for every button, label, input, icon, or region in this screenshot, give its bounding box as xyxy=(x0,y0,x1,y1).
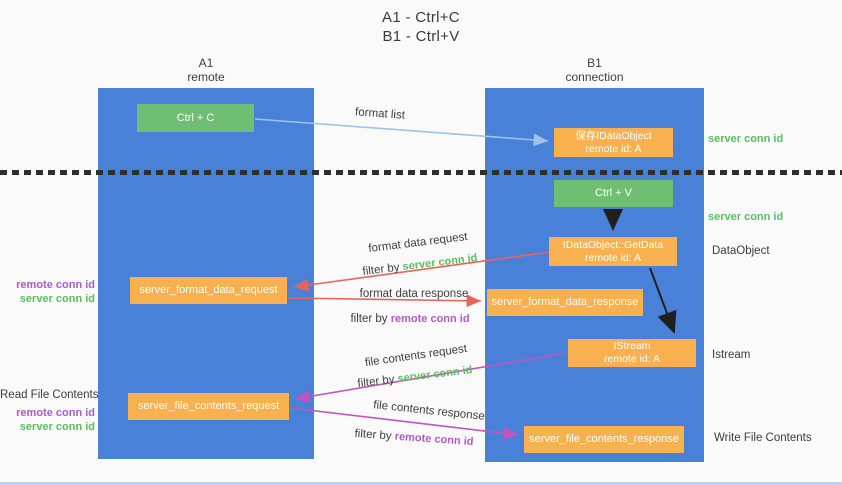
node-idataobject-getdata: IDataObject::GetData remote id: A xyxy=(549,237,677,266)
node-server-file-contents-response: server_file_contents_response xyxy=(524,426,684,453)
session-divider-dotted-line xyxy=(0,170,842,175)
right-label-write-file-contents: Write File Contents xyxy=(714,432,812,444)
flow-label-format-data-request: format data request xyxy=(367,230,469,256)
right-label-server-conn-id-top: server conn id xyxy=(708,133,784,145)
column-a1-subtitle: remote xyxy=(187,70,225,84)
filter-server-conn-id-1: server conn id xyxy=(401,252,479,274)
left-label-read-file-contents: Read File Contents xyxy=(0,389,99,401)
column-b1-subtitle: connection xyxy=(565,70,624,84)
node-istream-line2: remote id: A xyxy=(603,353,661,365)
node-format-response-label: server_format_data_response xyxy=(491,296,639,308)
diagram-title: A1 - Ctrl+C B1 - Ctrl+V xyxy=(0,8,842,46)
filter-prefix-4: filter by xyxy=(354,427,392,443)
column-header-a1: A1 remote xyxy=(98,56,314,84)
flow-label-filter-remote-1: filter by remote conn id xyxy=(350,313,469,325)
right-label-server-conn-id-mid: server conn id xyxy=(708,211,784,223)
left-label-server-conn-id-1: server conn id xyxy=(19,293,95,305)
node-getdata-line2: remote id: A xyxy=(584,251,642,264)
node-save-idataobject-line2: remote id: A xyxy=(585,142,642,155)
flow-label-format-data-response: format data response xyxy=(359,288,469,300)
node-file-response-label: server_file_contents_response xyxy=(529,433,679,445)
flow-label-file-contents-request: file contents request xyxy=(364,342,468,370)
node-format-request-label: server_format_data_request xyxy=(139,284,278,296)
node-file-request-label: server_file_contents_request xyxy=(137,400,280,412)
node-ctrl-v-label: Ctrl + V xyxy=(595,187,632,199)
node-server-format-data-request: server_format_data_request xyxy=(130,277,287,304)
filter-prefix-2: filter by xyxy=(350,313,388,325)
node-istream: IStream remote id: A xyxy=(568,339,696,367)
filter-remote-conn-id-1: remote conn id xyxy=(390,313,470,325)
title-line-b1: B1 - Ctrl+V xyxy=(382,28,460,45)
title-line-a1: A1 - Ctrl+C xyxy=(382,9,460,26)
flow-label-filter-remote-2: filter by remote conn id xyxy=(354,428,474,448)
column-a1-name: A1 xyxy=(198,56,214,70)
right-label-istream: Istream xyxy=(712,349,751,361)
filter-prefix-3: filter by xyxy=(356,373,396,390)
node-save-idataobject: 保存IDataObject remote id: A xyxy=(554,128,673,157)
node-istream-line1: IStream xyxy=(613,340,651,352)
left-label-remote-conn-id-1: remote conn id xyxy=(16,279,95,291)
flow-label-file-contents-response: file contents response xyxy=(372,399,486,423)
node-getdata-line1: IDataObject::GetData xyxy=(562,238,664,251)
column-header-b1: B1 connection xyxy=(485,56,704,84)
node-server-format-data-response: server_format_data_response xyxy=(487,289,643,316)
left-label-server-conn-id-2: server conn id xyxy=(19,421,95,433)
node-ctrl-c-label: Ctrl + C xyxy=(176,111,215,124)
filter-prefix-1: filter by xyxy=(361,261,401,278)
node-ctrl-v: Ctrl + V xyxy=(554,180,673,207)
flow-label-format-list: format list xyxy=(354,106,406,122)
node-ctrl-c: Ctrl + C xyxy=(137,104,254,132)
left-label-remote-conn-id-2: remote conn id xyxy=(16,407,95,419)
column-b1-name: B1 xyxy=(587,56,602,70)
node-save-idataobject-line1: 保存IDataObject xyxy=(575,129,652,142)
filter-remote-conn-id-2: remote conn id xyxy=(394,430,474,449)
window-bottom-edge xyxy=(0,482,842,485)
right-label-dataobject: DataObject xyxy=(712,245,770,257)
node-server-file-contents-request: server_file_contents_request xyxy=(128,393,289,420)
filter-server-conn-id-2: server conn id xyxy=(396,364,474,386)
flow-label-filter-server-1: filter by server conn id xyxy=(362,252,478,278)
